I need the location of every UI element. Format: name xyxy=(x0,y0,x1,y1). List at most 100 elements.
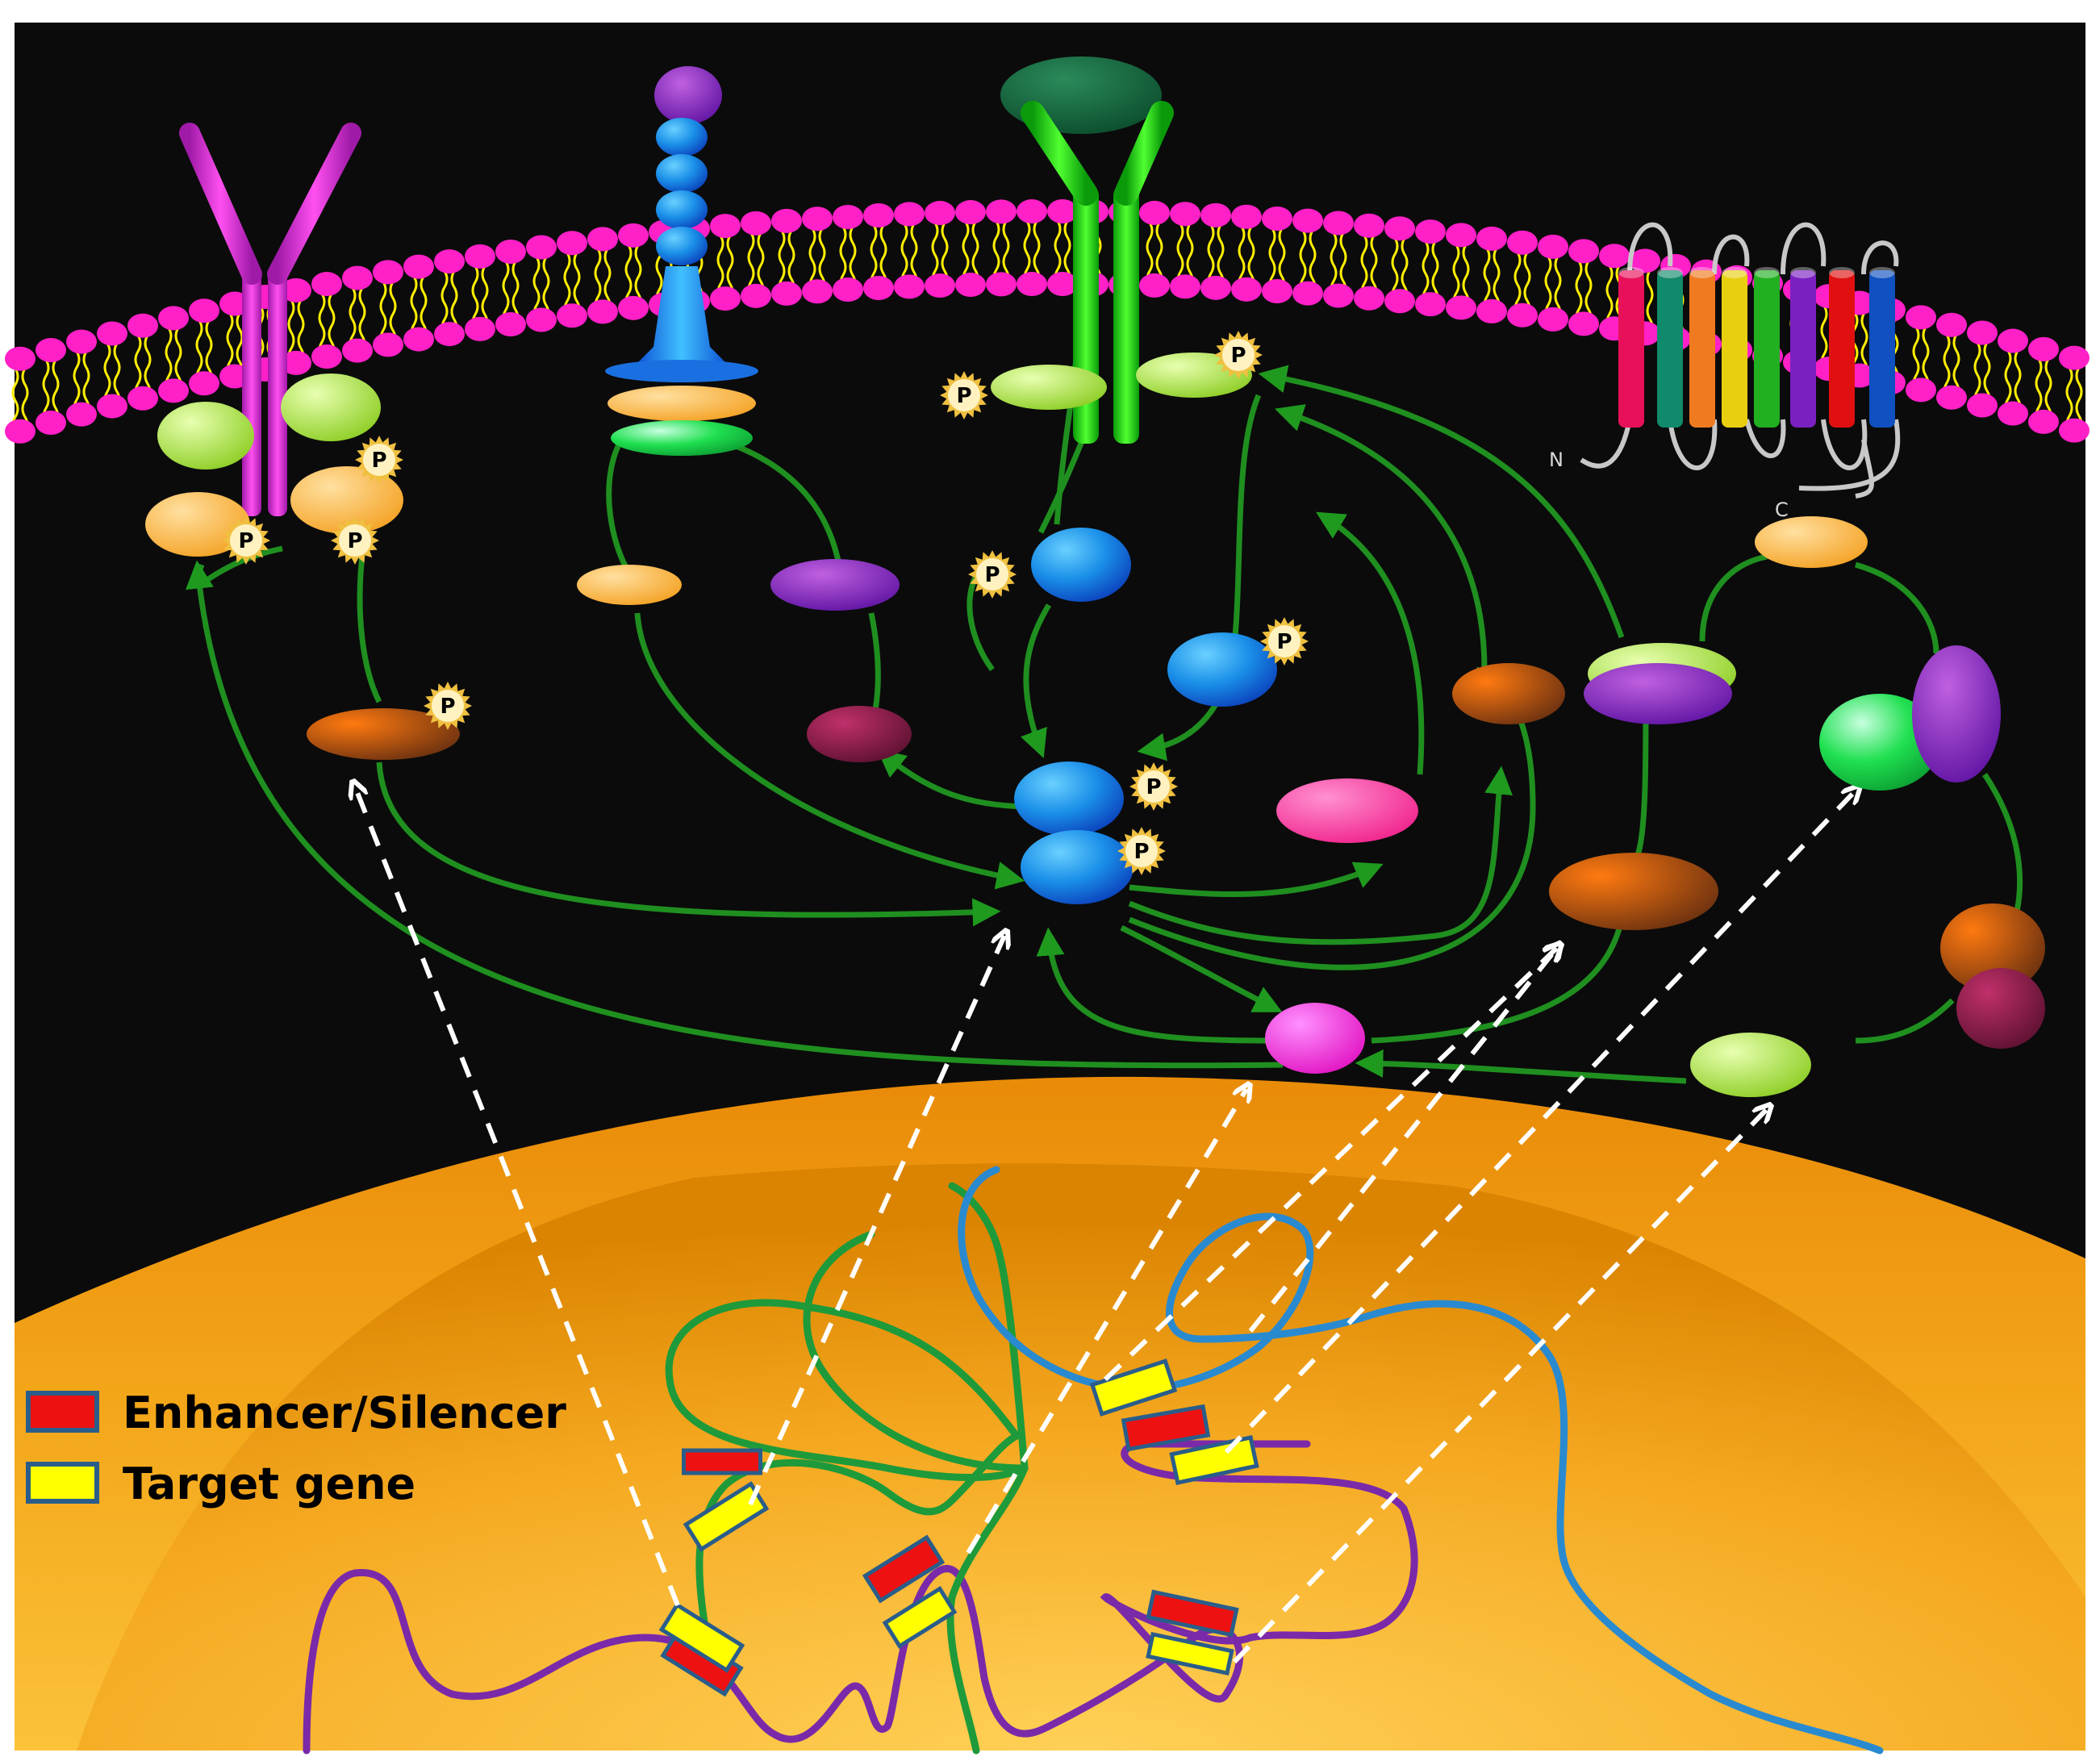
tm-helix-top xyxy=(1829,267,1855,278)
lipid-head xyxy=(1200,275,1231,300)
lipid-head xyxy=(1936,312,1967,337)
lipid-head xyxy=(342,338,373,363)
receptor-arm xyxy=(267,123,361,285)
phospho-label: P xyxy=(1230,344,1246,368)
dashed-arrow xyxy=(966,1089,1246,1554)
pathway-arrow xyxy=(1275,404,1488,670)
receptor-base xyxy=(633,266,730,367)
lipid-head xyxy=(587,299,618,324)
pathway-arrow xyxy=(606,438,632,574)
n-terminus-label: N xyxy=(1549,449,1564,471)
chromatin-blue xyxy=(1198,1300,1884,1755)
phospho-center xyxy=(339,524,371,557)
lipid-head xyxy=(97,321,127,346)
target-gene-box xyxy=(683,1481,770,1552)
receptor-stalk xyxy=(1113,186,1139,444)
protein xyxy=(1549,853,1718,930)
lipid-head xyxy=(1630,248,1660,273)
lipid-head xyxy=(986,272,1017,297)
receptor-arm xyxy=(179,123,262,285)
pink-y-receptor xyxy=(179,123,361,516)
pathway-arrow xyxy=(1699,553,1768,642)
chromatin-green xyxy=(946,1464,1029,1755)
lipid-head xyxy=(311,344,342,369)
receptor-loops xyxy=(1580,222,1901,499)
lipid-head xyxy=(2059,345,2090,370)
protein xyxy=(1690,1033,1811,1097)
target-gene-box xyxy=(1146,1631,1234,1676)
phospho-badge: P xyxy=(1260,617,1309,666)
lipid-head xyxy=(618,295,649,320)
protein xyxy=(611,420,753,456)
protein xyxy=(1452,663,1565,724)
lipid-head xyxy=(1998,328,2028,353)
protein xyxy=(1755,516,1868,568)
lipid-head xyxy=(311,272,342,297)
lipid-head xyxy=(986,199,1017,224)
enhancer-box xyxy=(682,1448,762,1475)
lipid-head xyxy=(1568,239,1599,264)
chromatin-purple xyxy=(980,1593,1255,1738)
lipid-head xyxy=(1231,277,1262,302)
chromatin-green xyxy=(803,1230,1029,1472)
pathway-arrow xyxy=(1634,701,1649,857)
pathway-arrow xyxy=(1855,998,1955,1044)
lipid-head xyxy=(925,273,955,298)
receptor-domain xyxy=(656,190,708,229)
lipid-head xyxy=(127,386,158,411)
phospho-badge: P xyxy=(1129,762,1178,811)
blue-stacked-receptor xyxy=(605,66,758,382)
lipid-head xyxy=(710,214,741,239)
receptor-stalk xyxy=(268,266,287,516)
enhancer-box xyxy=(1146,1589,1239,1638)
lipid-head xyxy=(1323,283,1354,308)
pathway-arrow xyxy=(1128,766,1513,945)
lipid-head xyxy=(955,200,986,225)
lipid-head xyxy=(1170,274,1200,299)
pathway-arrow xyxy=(1036,927,1275,1044)
pathway-arrow xyxy=(1258,365,1625,639)
lipid-head xyxy=(5,346,35,371)
lipid-head xyxy=(189,371,219,396)
lipid-head xyxy=(373,332,403,357)
phospho-badge: P xyxy=(1214,331,1263,379)
lipid-head xyxy=(127,313,158,338)
lipid-head xyxy=(587,227,618,252)
lipid-head xyxy=(158,378,189,403)
tm-helix xyxy=(1754,270,1780,428)
phospho-center xyxy=(1222,339,1255,371)
lipid-head xyxy=(5,419,35,444)
gene-elements xyxy=(658,1358,1259,1697)
receptor-arm xyxy=(1021,101,1098,206)
dashed-arrow xyxy=(355,787,680,1607)
target-gene-box xyxy=(1089,1358,1178,1417)
protein xyxy=(1912,645,2001,782)
phospho-label: P xyxy=(347,529,362,553)
lipid-head xyxy=(403,327,434,352)
lipid-head xyxy=(833,204,863,229)
lipid-head xyxy=(1262,279,1292,304)
lipid-head xyxy=(281,350,311,375)
pathway-arrow xyxy=(376,762,1001,927)
lipid-head xyxy=(403,254,434,279)
protein xyxy=(770,559,900,611)
lipid-head xyxy=(1415,292,1446,317)
lipid-head xyxy=(1415,219,1446,244)
lipid-head xyxy=(1906,378,1936,403)
receptor-stalk xyxy=(242,266,261,516)
lipid-head xyxy=(66,402,97,427)
lipid-head xyxy=(495,312,526,337)
lipid-head xyxy=(373,260,403,285)
lipid-head xyxy=(1292,281,1323,306)
lipid-head xyxy=(526,235,557,260)
tm-helix xyxy=(1829,270,1855,428)
tm-helix xyxy=(1722,270,1747,428)
phospho-label: P xyxy=(984,563,1000,587)
phospho-center xyxy=(230,524,262,557)
lipid-head xyxy=(2059,418,2090,443)
pathway-arrow xyxy=(716,436,842,565)
phospho-label: P xyxy=(440,695,455,719)
plasma-membrane xyxy=(5,199,2090,444)
pathway-arrow xyxy=(1129,862,1384,898)
